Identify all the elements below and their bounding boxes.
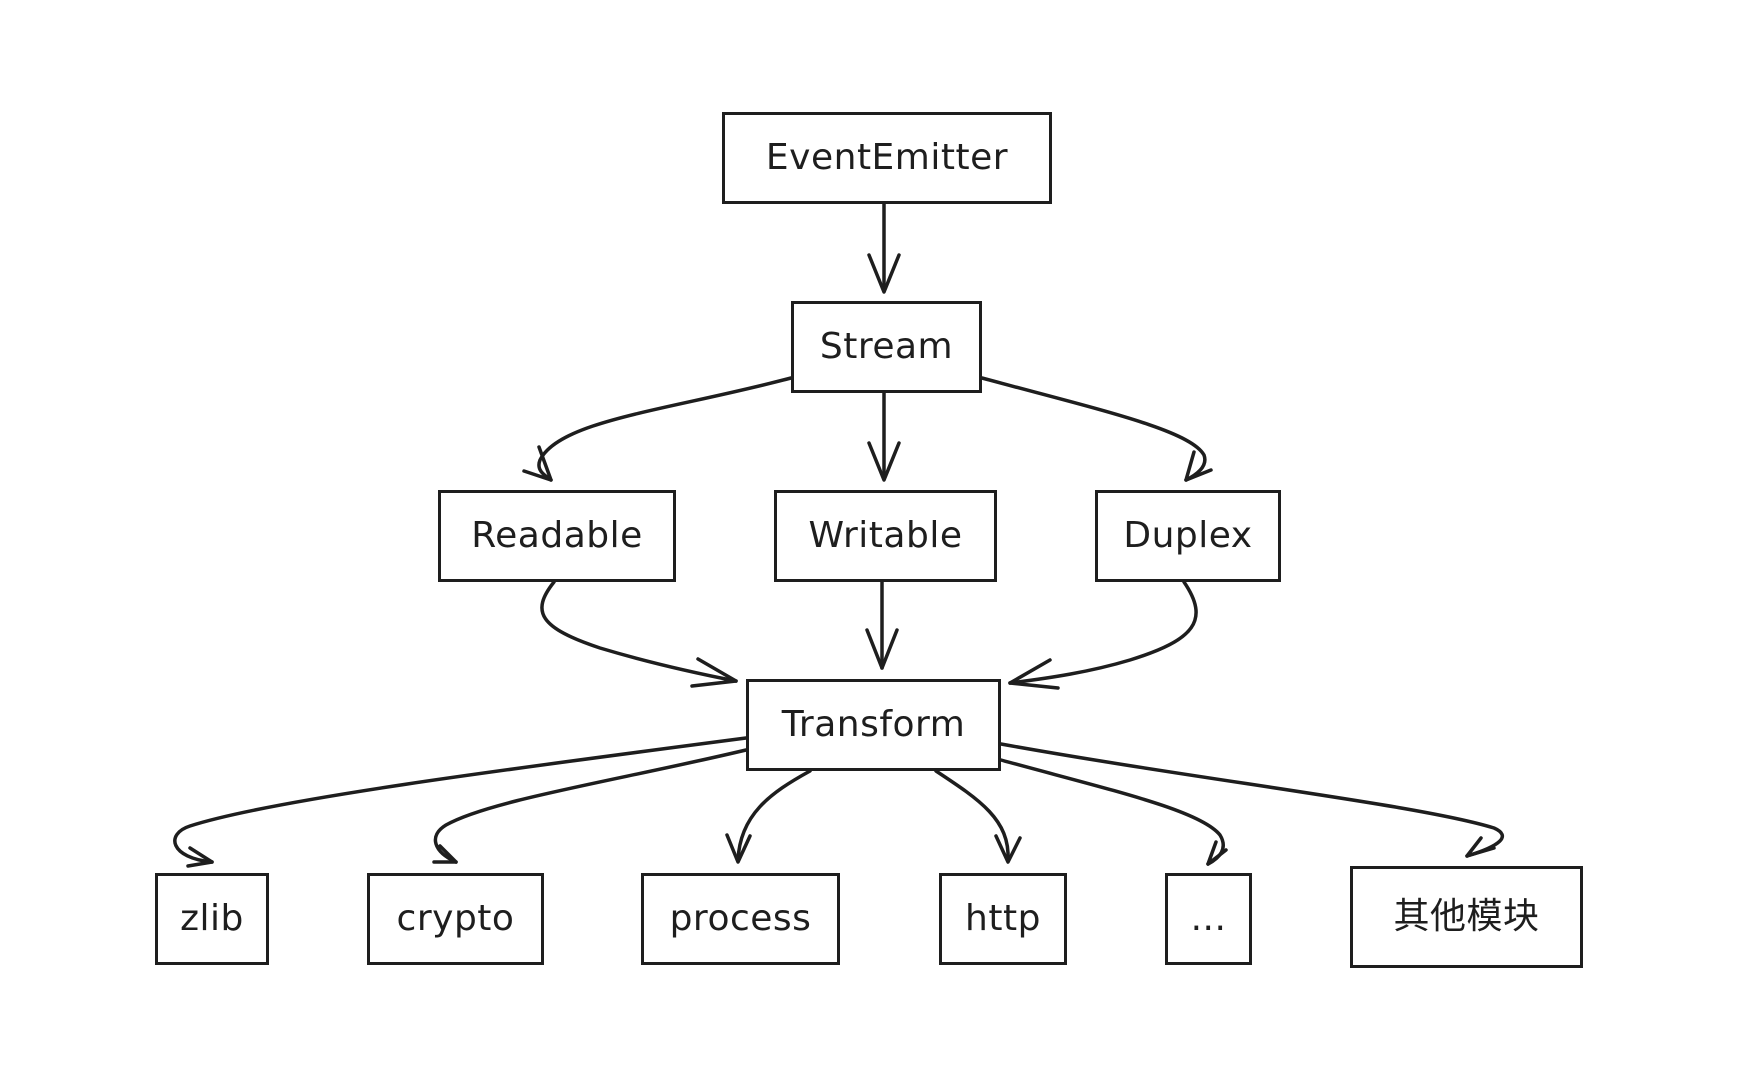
edge-transform-ellipsis	[999, 758, 1228, 866]
node-process: process	[641, 873, 840, 965]
edge-transform-other	[999, 742, 1505, 858]
node-http-label: http	[965, 898, 1041, 939]
node-transform: Transform	[746, 679, 1001, 771]
edge-stream-writable	[867, 391, 901, 482]
node-stream-label: Stream	[819, 326, 954, 367]
node-process-label: process	[669, 898, 812, 939]
node-ellipsis: ...	[1165, 873, 1252, 965]
node-transform-label: Transform	[781, 704, 966, 745]
edge-readable-transform	[540, 580, 738, 688]
node-ellipsis-label: ...	[1190, 898, 1227, 939]
edge-duplex-transform	[1008, 580, 1198, 690]
node-duplex-label: Duplex	[1123, 515, 1253, 556]
edge-eventemitter-stream	[867, 202, 901, 294]
edge-transform-http	[934, 769, 1022, 864]
edge-stream-duplex	[980, 376, 1213, 482]
node-readable: Readable	[438, 490, 676, 582]
node-http: http	[939, 873, 1067, 965]
node-other-modules-label: 其他模块	[1393, 896, 1540, 937]
node-crypto-label: crypto	[396, 898, 515, 939]
node-eventemitter: EventEmitter	[722, 112, 1052, 204]
node-writable: Writable	[774, 490, 997, 582]
node-zlib-label: zlib	[180, 898, 244, 939]
edge-transform-zlib	[173, 736, 748, 868]
edge-stream-readable	[522, 376, 793, 482]
node-other-modules: 其他模块	[1350, 866, 1583, 968]
node-eventemitter-label: EventEmitter	[765, 137, 1009, 178]
edge-transform-process	[725, 769, 812, 864]
node-crypto: crypto	[367, 873, 544, 965]
edge-transform-crypto	[432, 748, 748, 864]
node-writable-label: Writable	[808, 515, 963, 556]
node-zlib: zlib	[155, 873, 269, 965]
edge-writable-transform	[865, 580, 899, 670]
node-stream: Stream	[791, 301, 982, 393]
node-duplex: Duplex	[1095, 490, 1281, 582]
node-readable-label: Readable	[471, 515, 643, 556]
